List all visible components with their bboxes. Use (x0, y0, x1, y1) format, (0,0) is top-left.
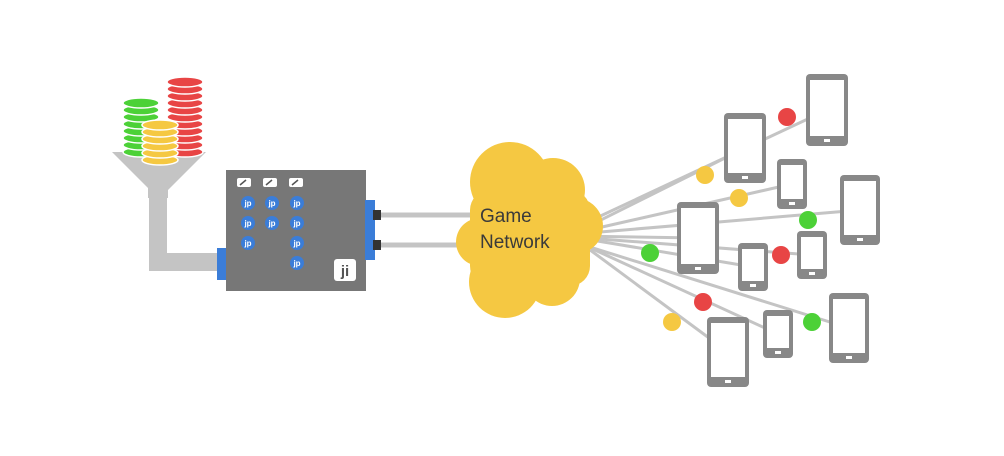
mobile-device-icon (797, 231, 827, 279)
status-dot-yellow (663, 313, 681, 331)
machine-output-port (365, 200, 375, 260)
mobile-device-icon (677, 202, 719, 274)
jp-badge-label: jp (292, 259, 300, 268)
network-link (589, 208, 861, 235)
ji-logo: ji (340, 263, 349, 280)
mobile-device-icon (763, 310, 793, 358)
coin-stack-yellow (141, 119, 179, 166)
mobile-device-icon (724, 113, 766, 183)
jp-badge: jp (290, 196, 304, 210)
jp-badge-label: jp (292, 219, 300, 228)
jp-badge: jp (290, 216, 304, 230)
machine-gauges (237, 178, 303, 187)
game-network-cloud: Game Network (456, 142, 603, 318)
mobile-device-icon (806, 74, 848, 146)
status-dot-yellow (696, 166, 714, 184)
machine-input-port (217, 248, 227, 280)
mobile-device-icon (738, 243, 768, 291)
jp-badge: jp (265, 196, 279, 210)
mobile-device-icon (707, 317, 749, 387)
jp-badge-label: jp (292, 239, 300, 248)
jackpot-machine: jp jp jp jp jp jp jp jp jp ji (217, 170, 375, 291)
status-dots (641, 108, 821, 331)
cloud-label-line2: Network (480, 232, 550, 253)
network-link (589, 248, 729, 354)
mobile-device-icon (840, 175, 880, 245)
jp-badge-label: jp (243, 199, 251, 208)
jp-badge: jp (241, 216, 255, 230)
status-dot-green (799, 211, 817, 229)
cloud-label-line1: Game (480, 206, 532, 227)
network-link (589, 146, 746, 227)
jp-badge-label: jp (243, 219, 251, 228)
status-dot-red (694, 293, 712, 311)
jp-badge-label: jp (292, 199, 300, 208)
funnel-icon (112, 152, 206, 198)
status-dot-green (803, 313, 821, 331)
jp-badge-label: jp (243, 239, 251, 248)
network-link (589, 238, 754, 269)
network-link (589, 245, 850, 330)
ji-logo-box (334, 259, 356, 281)
status-dot-red (778, 108, 796, 126)
jp-badge-label: jp (267, 199, 275, 208)
mobile-devices (677, 74, 880, 387)
status-dot-red (772, 246, 790, 264)
jp-badge: jp (241, 196, 255, 210)
jp-badge: jp (265, 216, 279, 230)
jackpot-badges: jp jp jp jp jp jp jp jp jp (241, 196, 304, 270)
jp-badge-label: jp (267, 219, 275, 228)
mobile-device-icon (777, 159, 807, 209)
status-dot-green (641, 244, 659, 262)
funnel-pipe (149, 190, 222, 271)
coin-stacks (122, 76, 204, 166)
mobile-device-icon (829, 293, 869, 363)
jp-badge: jp (241, 236, 255, 250)
network-links (589, 108, 861, 354)
jp-badge: jp (290, 256, 304, 270)
status-dot-yellow (730, 189, 748, 207)
jp-badge: jp (290, 236, 304, 250)
